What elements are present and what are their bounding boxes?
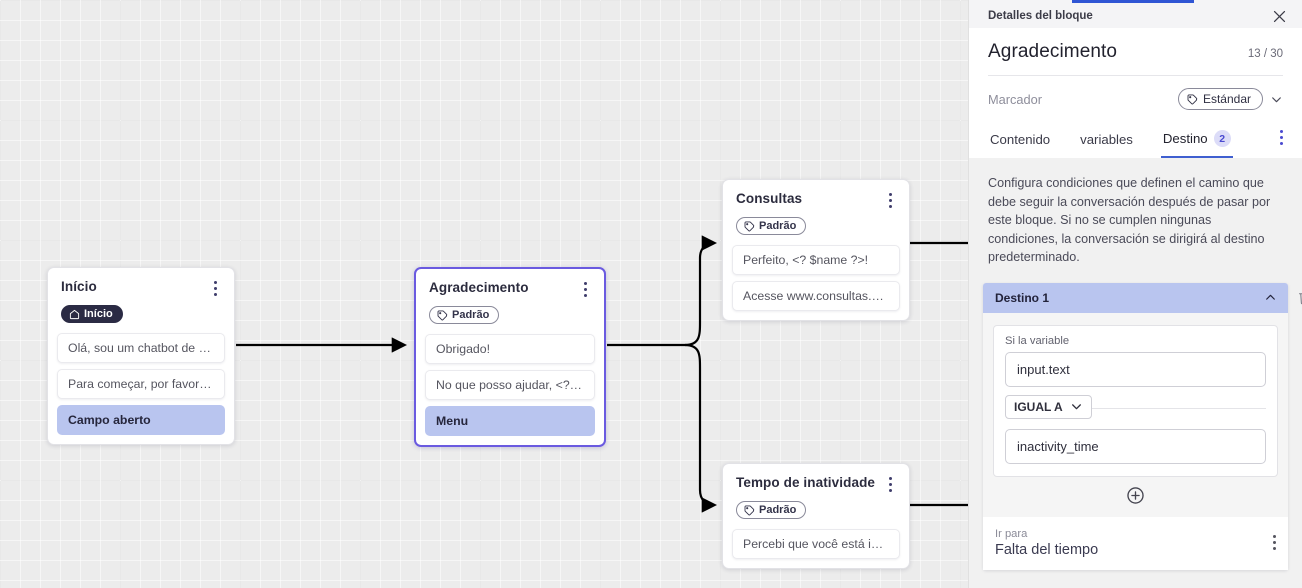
- flow-node-inatividade[interactable]: Tempo de inatividade Padrão Percebi que …: [722, 463, 910, 569]
- node-tag-label: Início: [84, 308, 113, 320]
- node-menu-icon[interactable]: [883, 191, 897, 208]
- node-title: Agradecimento: [429, 280, 529, 295]
- node-chip-list: Percebi que você está inativo. C...: [723, 528, 909, 568]
- node-header: Tempo de inatividade Padrão: [723, 464, 909, 529]
- goto-section[interactable]: Ir para Falta del tiempo: [983, 516, 1288, 570]
- node-chip-list: Obrigado! No que posso ajudar, <? $name …: [416, 333, 604, 445]
- marker-value-label: Estándar: [1202, 92, 1251, 106]
- node-menu-icon[interactable]: [208, 279, 222, 296]
- divider: [1005, 407, 1266, 409]
- goto-value: Falta del tiempo: [995, 541, 1099, 558]
- panel-header-label: Detalles del bloque: [988, 10, 1093, 22]
- node-chip-list: Olá, sou um chatbot de teste! Para começ…: [48, 332, 234, 444]
- block-details-panel: Detalles del bloque Agradecimento 13 / 3…: [968, 0, 1302, 588]
- node-chip[interactable]: Perfeito, <? $name ?>!: [732, 244, 900, 275]
- node-tag-label: Padrão: [452, 309, 490, 321]
- node-menu-icon[interactable]: [883, 475, 897, 492]
- node-chip-list: Perfeito, <? $name ?>! Acesse www.consul…: [723, 244, 909, 320]
- divider: [988, 75, 1283, 76]
- node-chip[interactable]: Obrigado!: [425, 333, 595, 364]
- comparison-value-input[interactable]: inactivity_time: [1005, 428, 1266, 464]
- node-title: Consultas: [736, 191, 803, 206]
- operator-select-label: IGUAL A: [1014, 399, 1063, 414]
- flow-canvas[interactable]: Início Início Olá, sou um chatbot de tes…: [0, 0, 968, 588]
- node-chip[interactable]: Campo aberto: [57, 404, 225, 435]
- tag-icon: [437, 309, 448, 320]
- panel-title-section: Agradecimento 13 / 30 Marcador Estándar …: [969, 28, 1302, 158]
- node-tag-badge: Início: [61, 305, 123, 323]
- flow-node-inicio[interactable]: Início Início Olá, sou um chatbot de tes…: [47, 267, 235, 445]
- tab-variables[interactable]: variables: [1080, 132, 1133, 147]
- condition-group: Si la variable input.text IGUAL A inacti…: [993, 324, 1278, 477]
- goto-menu-icon[interactable]: [1272, 534, 1276, 551]
- plus-circle-icon[interactable]: [1126, 486, 1145, 505]
- node-title: Tempo de inatividade: [736, 475, 876, 490]
- node-header: Consultas Padrão: [723, 180, 909, 245]
- marker-label: Marcador: [988, 91, 1043, 107]
- tab-destino-label: Destino: [1162, 131, 1208, 146]
- chevron-down-icon: [1071, 404, 1081, 410]
- home-icon: [69, 309, 80, 319]
- tab-destino[interactable]: Destino 2: [1160, 123, 1233, 158]
- variable-input[interactable]: input.text: [1005, 351, 1266, 387]
- trash-icon[interactable]: [1297, 289, 1302, 306]
- progress-indicator: [1072, 0, 1194, 3]
- node-chip[interactable]: Menu: [425, 405, 595, 436]
- node-chip[interactable]: Para começar, por favor digite o ...: [57, 368, 225, 399]
- panel-tabs: Contenido variables Destino 2: [988, 123, 1283, 158]
- node-title: Início: [61, 279, 97, 294]
- node-tag-badge: Padrão: [736, 501, 807, 519]
- operator-select[interactable]: IGUAL A: [1005, 394, 1092, 419]
- panel-top-strip: [969, 0, 1302, 4]
- destination-card: Destino 1 Si la variable input.text IGUA…: [983, 282, 1302, 570]
- node-header: Agradecimento Padrão: [416, 269, 604, 334]
- node-tag-badge: Padrão: [429, 306, 500, 324]
- panel-body: Configura condiciones que definen el cam…: [969, 158, 1302, 588]
- node-tag-label: Padrão: [759, 220, 797, 232]
- chevron-up-icon[interactable]: [1264, 291, 1277, 304]
- panel-header-bar: Detalles del bloque: [969, 4, 1302, 28]
- node-tag-label: Padrão: [759, 504, 797, 516]
- node-chip[interactable]: Olá, sou um chatbot de teste!: [57, 332, 225, 363]
- chevron-down-icon[interactable]: [1270, 93, 1283, 106]
- tag-icon: [744, 220, 755, 231]
- flow-node-consultas[interactable]: Consultas Padrão Perfeito, <? $name ?>! …: [722, 179, 910, 321]
- node-chip[interactable]: Acesse www.consultas.com par...: [732, 280, 900, 311]
- flow-node-agradecimento[interactable]: Agradecimento Padrão Obrigado! No que po…: [414, 267, 606, 447]
- tag-icon: [1187, 93, 1198, 104]
- node-tag-badge: Padrão: [736, 217, 807, 235]
- node-chip[interactable]: No que posso ajudar, <? $name ...: [425, 369, 595, 400]
- node-chip[interactable]: Percebi que você está inativo. C...: [732, 528, 900, 559]
- node-menu-icon[interactable]: [578, 280, 592, 297]
- destination-description: Configura condiciones que definen el cam…: [988, 176, 1271, 264]
- node-header: Início Início: [48, 268, 234, 333]
- close-icon[interactable]: [1271, 8, 1288, 25]
- tag-icon: [744, 504, 755, 515]
- marker-value-pill[interactable]: Estándar: [1177, 88, 1263, 110]
- destination-card-title: Destino 1: [995, 290, 1050, 305]
- condition-label: Si la variable: [1005, 334, 1070, 347]
- destination-card-header[interactable]: Destino 1: [983, 282, 1288, 313]
- goto-label: Ir para: [995, 527, 1028, 540]
- tab-destino-badge: 2: [1213, 130, 1231, 147]
- page-title: Agradecimento: [988, 41, 1118, 62]
- tab-contenido[interactable]: Contenido: [990, 132, 1051, 147]
- destination-card-body: Si la variable input.text IGUAL A inacti…: [983, 312, 1288, 517]
- char-counter: 13 / 30: [1247, 48, 1283, 60]
- panel-overflow-menu-icon[interactable]: [1280, 130, 1283, 158]
